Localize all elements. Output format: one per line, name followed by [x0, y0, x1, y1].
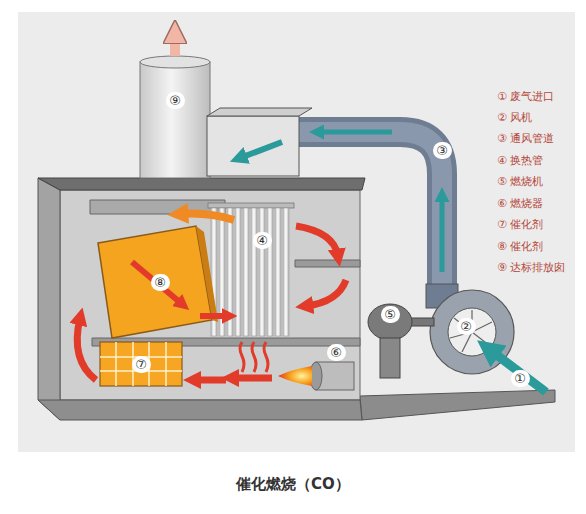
callout-number: ⑥: [327, 344, 346, 361]
key-entry: ① 废气进口: [497, 90, 554, 104]
callout-number: ④: [253, 232, 272, 249]
key-entry: ④ 换热管: [497, 154, 543, 168]
key-entry: ⑦ 催化剂: [497, 218, 543, 232]
callout-number: ⑤: [381, 306, 400, 323]
key-entry: ⑧ 催化剂: [497, 240, 543, 254]
key-entry: ⑤ 燃烧机: [497, 175, 543, 189]
callout-number: ⑨: [166, 92, 185, 109]
callout-number: ⑦: [132, 356, 151, 373]
key-entry: ⑨ 达标排放囱: [497, 261, 565, 275]
callout-number: ①: [511, 370, 530, 387]
figure-caption: 催化燃烧（CO）: [236, 475, 350, 494]
callout-number: ②: [457, 318, 476, 335]
key-entry: ③ 通风管道: [497, 132, 554, 146]
callout-number: ⑧: [151, 274, 170, 291]
callout-number: ③: [433, 142, 452, 159]
key-entry: ② 风机: [497, 111, 532, 125]
key-entry: ⑥ 燃烧器: [497, 197, 543, 211]
